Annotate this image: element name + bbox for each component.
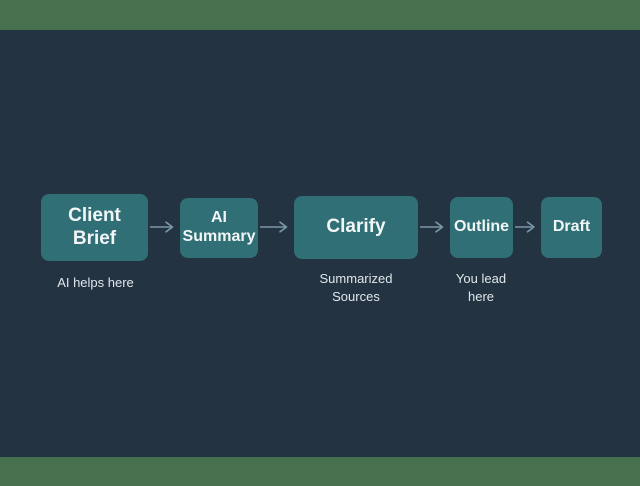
top-accent-band: [0, 0, 640, 30]
flow-node-label: Client Brief: [68, 205, 121, 249]
arrow-right-icon: [420, 220, 448, 234]
flow-node-ai-summary[interactable]: AI Summary: [180, 198, 258, 258]
bottom-accent-band: [0, 457, 640, 486]
flow-node-clarify[interactable]: Clarify: [294, 196, 418, 259]
caption-ai-helps-here: AI helps here: [57, 275, 134, 290]
caption-you-lead-here: You lead here: [455, 271, 507, 304]
arrow-right-icon: [260, 220, 292, 234]
flow-node-client-brief[interactable]: Client Brief: [41, 194, 148, 261]
flow-node-label: Clarify: [326, 216, 386, 238]
flow-node-label: Draft: [552, 218, 591, 236]
flow-node-label: Outline: [453, 218, 510, 236]
caption-summarized-sources: Summarized Sources: [319, 271, 393, 304]
diagram-area: Client Brief AI Summary Clarify Outline …: [0, 30, 640, 457]
arrow-right-icon: [515, 220, 539, 234]
flow-node-outline[interactable]: Outline: [450, 197, 513, 258]
flow-node-draft[interactable]: Draft: [541, 197, 602, 258]
flow-node-label: AI Summary: [182, 209, 256, 245]
arrow-right-icon: [150, 220, 178, 234]
